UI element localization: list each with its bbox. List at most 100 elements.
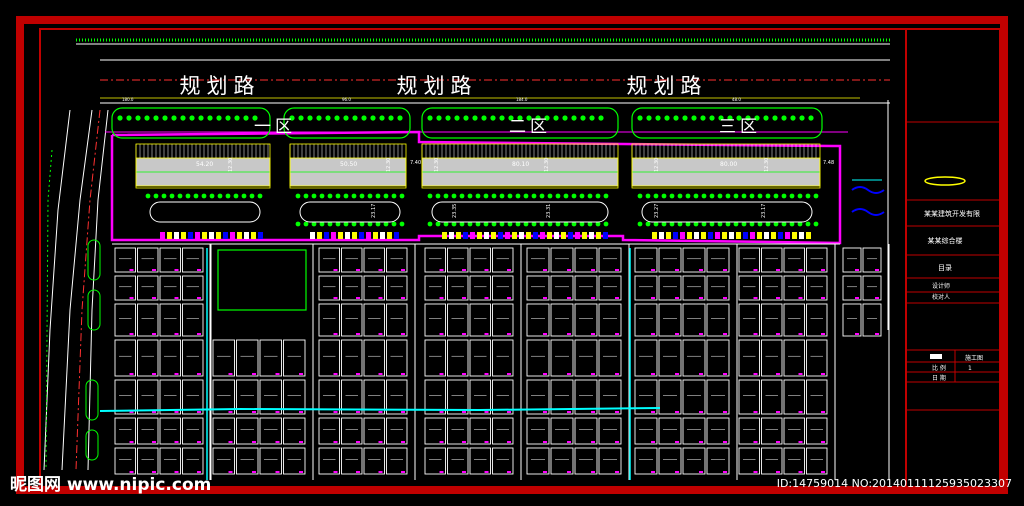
marker <box>615 441 619 443</box>
tree-icon <box>598 115 604 121</box>
marker <box>275 441 280 443</box>
tree-icon <box>443 193 449 199</box>
tree-icon <box>653 221 659 227</box>
sheet-no-label: 施工图 <box>965 354 983 362</box>
building-outline <box>236 339 259 377</box>
building-outline <box>363 303 385 337</box>
marker <box>699 269 703 271</box>
building-outline <box>658 379 682 415</box>
marker <box>723 471 727 473</box>
building-outline <box>114 247 136 273</box>
marker <box>651 269 655 271</box>
tree-icon <box>370 115 376 121</box>
dim-label: 12.30 <box>386 158 392 172</box>
building-outline <box>341 303 363 337</box>
tree-icon <box>359 193 365 199</box>
building-outline <box>574 275 598 301</box>
tree-icon <box>603 221 609 227</box>
park-outline <box>111 107 271 139</box>
marker <box>798 411 803 413</box>
tree-icon <box>701 221 707 227</box>
courtyard-loop <box>299 201 401 223</box>
dim-label: 12.30 <box>654 158 660 172</box>
marker <box>439 373 444 375</box>
marker <box>356 471 360 473</box>
tree-icon <box>781 115 787 121</box>
tree-icon <box>399 193 405 199</box>
building-outline <box>114 303 136 337</box>
building-outline <box>492 447 514 475</box>
marker <box>651 471 655 473</box>
parking-space <box>715 232 720 239</box>
marker <box>753 333 758 335</box>
tree-icon <box>725 193 731 199</box>
marker <box>197 269 201 271</box>
building-outline <box>550 247 574 273</box>
building-outline <box>634 339 658 377</box>
dim-label: 50.50 <box>340 161 357 168</box>
marker <box>651 333 655 335</box>
park-outline <box>631 107 823 139</box>
building-outline <box>283 339 306 377</box>
tree-icon <box>153 115 159 121</box>
marker <box>723 411 727 413</box>
building-outline <box>386 339 408 377</box>
building-outline <box>341 247 363 273</box>
building-outline <box>212 339 235 377</box>
tree-icon <box>531 193 537 199</box>
watermark-left: 昵图网 www.nipic.com <box>10 475 212 495</box>
marker <box>591 373 595 375</box>
marker <box>543 333 547 335</box>
marker <box>776 373 780 375</box>
building-outline <box>658 303 682 337</box>
marker <box>798 333 803 335</box>
building-outline <box>318 247 340 273</box>
building-outline <box>682 275 706 301</box>
parking-space <box>373 232 378 239</box>
marker <box>591 269 595 271</box>
marker <box>591 333 595 335</box>
parking-space <box>771 232 776 239</box>
building-outline <box>469 417 491 445</box>
marker <box>228 373 233 375</box>
marker <box>333 471 338 473</box>
building-outline <box>706 447 730 475</box>
tree-icon <box>579 221 585 227</box>
building-outline <box>469 379 491 415</box>
building-outline <box>761 275 783 301</box>
building-outline <box>574 339 598 377</box>
building-outline <box>137 447 159 475</box>
marker <box>462 441 466 443</box>
building-outline <box>598 303 622 337</box>
tree-icon <box>483 221 489 227</box>
parking-space <box>188 232 193 239</box>
tree-icon <box>507 193 513 199</box>
tree-icon <box>295 221 301 227</box>
building-outline <box>526 339 550 377</box>
building-outline <box>682 339 706 377</box>
tree-icon <box>379 115 385 121</box>
marker <box>507 471 511 473</box>
building-outline <box>137 303 159 337</box>
marker <box>333 297 338 299</box>
marker <box>252 411 256 413</box>
parking-space <box>387 232 392 239</box>
marker <box>439 441 444 443</box>
marker <box>333 333 338 335</box>
building-outline <box>682 379 706 415</box>
marker <box>615 471 619 473</box>
marker <box>333 441 338 443</box>
building-outline <box>634 379 658 415</box>
marker <box>462 411 466 413</box>
tree-icon <box>508 115 514 121</box>
building-outline <box>341 447 363 475</box>
tree-icon <box>523 221 529 227</box>
marker <box>651 297 655 299</box>
building-outline <box>738 379 760 415</box>
tree-icon <box>757 221 763 227</box>
marker <box>567 411 571 413</box>
building-outline <box>526 275 550 301</box>
building-outline <box>114 275 136 301</box>
marker <box>543 297 547 299</box>
